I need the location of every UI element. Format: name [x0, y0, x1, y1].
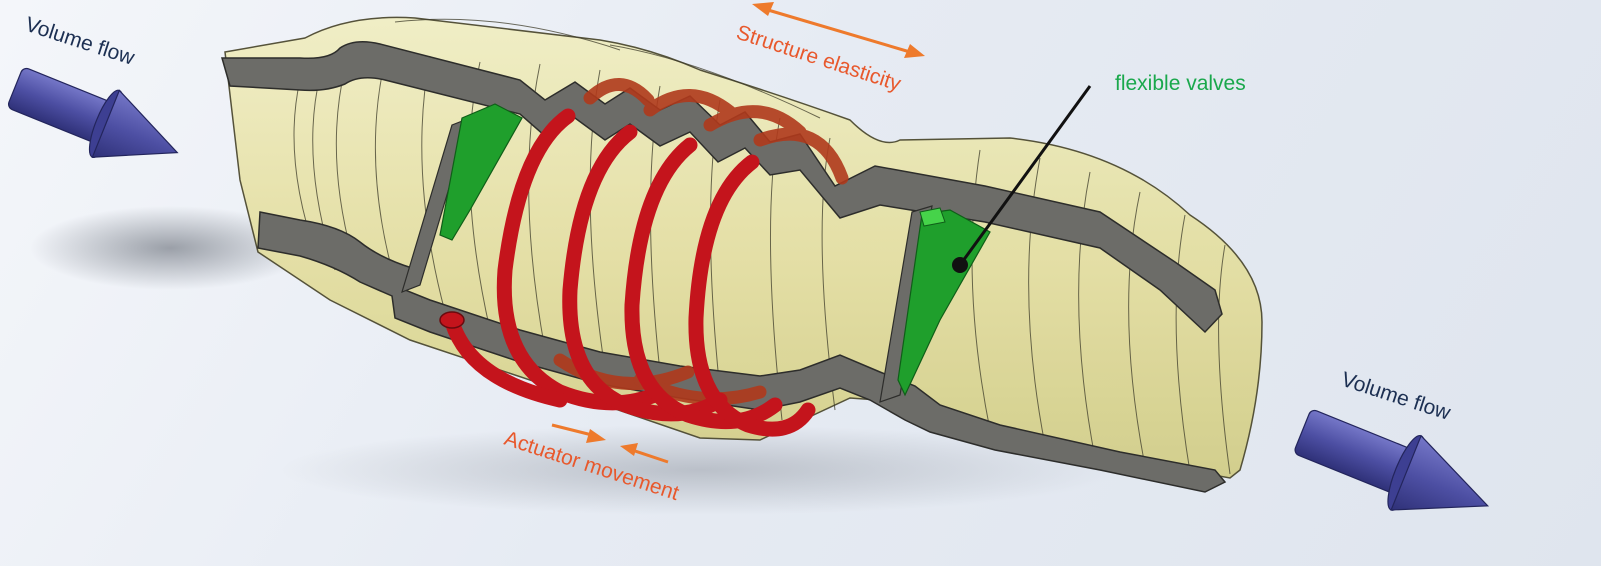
coil-end: [439, 311, 465, 329]
inlet-flow-label: Volume flow: [22, 13, 138, 70]
inlet-valve: [439, 103, 523, 241]
valves-leader: [952, 85, 1092, 273]
housing-wall-lower: [257, 211, 1227, 493]
housing-wall-upper: [221, 41, 1223, 334]
drop-shadow: [30, 206, 310, 290]
drop-shadow: [280, 425, 1120, 515]
inlet-flow-arrow: [7, 67, 179, 158]
structure-elasticity-arrow: [752, 2, 925, 58]
outlet-flow-label: Volume flow: [1338, 368, 1454, 425]
actuator-movement-arrows: [551, 423, 669, 464]
outlet-flow-arrow: [1294, 409, 1490, 511]
actuator-coil-front: [444, 108, 816, 437]
outlet-valve-tab: [919, 207, 946, 227]
structure-elasticity-label: Structure elasticity: [733, 21, 904, 96]
flexible-valves-label: flexible valves: [1115, 72, 1246, 95]
